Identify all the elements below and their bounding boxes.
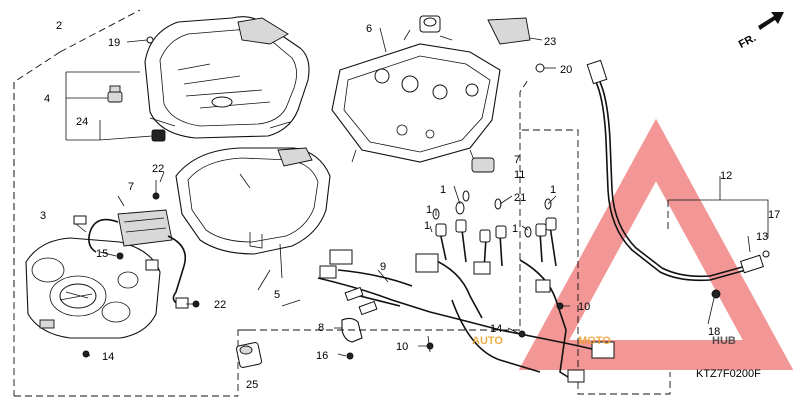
watermark-logo-triangle: [518, 118, 794, 370]
callout-10-left: 10: [396, 341, 408, 353]
screw-20: [535, 63, 556, 73]
callout-1c: 1: [424, 220, 430, 232]
screw-22-upper: [152, 192, 160, 200]
diagram-code: KTZ7F0200F: [696, 368, 761, 380]
callout-7-right: 7: [514, 154, 520, 166]
wire-clamp-8: [341, 317, 363, 343]
callout-14-right: 14: [490, 323, 502, 335]
callout-20: 20: [560, 64, 572, 76]
meter-upper-case: [144, 16, 310, 139]
callout-14-left: 14: [102, 351, 114, 363]
callout-12: 12: [720, 170, 732, 182]
meter-wire-harness: [317, 225, 615, 383]
speedometer-cable: [586, 59, 770, 282]
callout-6: 6: [366, 23, 372, 35]
indicator-lens-23: [487, 17, 531, 45]
rubber-cushion-24: [107, 85, 166, 142]
front-direction-indicator: FR.: [737, 12, 784, 51]
bulb-11: [471, 157, 495, 173]
callout-18: 18: [708, 326, 720, 338]
callout-23: 23: [544, 36, 556, 48]
screw-16: [346, 352, 354, 360]
callout-1e: 1: [550, 184, 556, 196]
screw-19: [126, 36, 154, 44]
callout-1a: 1: [440, 184, 446, 196]
arrow-icon: [758, 12, 784, 30]
callout-16: 16: [316, 350, 328, 362]
callout-3: 3: [40, 210, 46, 222]
callout-1d: 1: [512, 223, 518, 235]
watermark-auto: AUTO: [472, 335, 503, 347]
callout-24: 24: [76, 116, 88, 128]
callout-1b: 1: [426, 204, 432, 216]
assembly-outline-right: [13, 82, 671, 395]
callout-labels: 2 19 4 24 6 23 20 7 11 22 7 3 15 22 14 5…: [40, 20, 780, 391]
leader-4: [65, 71, 153, 141]
callout-22-lower: 22: [214, 299, 226, 311]
screw-15: [116, 252, 124, 260]
callout-4: 4: [44, 93, 50, 105]
callout-2: 2: [56, 20, 62, 32]
bulb-sockets: [432, 190, 557, 243]
callout-7-left: 7: [128, 181, 134, 193]
callout-25: 25: [246, 379, 258, 391]
watermark-text: AUTO MOTO HUB: [472, 335, 736, 347]
callout-5: 5: [274, 289, 280, 301]
callout-13: 13: [756, 231, 768, 243]
meter-visor: [175, 147, 331, 279]
callout-22-upper: 22: [152, 163, 164, 175]
bolt-18: [711, 289, 721, 299]
callout-19: 19: [108, 37, 120, 49]
callout-15: 15: [96, 248, 108, 260]
callout-17: 17: [768, 209, 780, 221]
watermark-moto: MOTO: [578, 335, 611, 347]
meter-assembly: [25, 237, 161, 339]
callout-21: 21: [514, 192, 526, 204]
callout-10-right: 10: [578, 301, 590, 313]
callout-8: 8: [318, 322, 324, 334]
assembly-outline: [13, 9, 579, 397]
watermark-hub: HUB: [712, 335, 736, 347]
callout-9: 9: [380, 261, 386, 273]
screw-14-right: [518, 330, 526, 338]
meter-lower-case: [331, 15, 501, 163]
indicator-lamp-unit: [73, 209, 189, 309]
front-direction-label: FR.: [737, 32, 758, 51]
callout-11: 11: [514, 169, 525, 181]
connector-25: [236, 342, 262, 368]
